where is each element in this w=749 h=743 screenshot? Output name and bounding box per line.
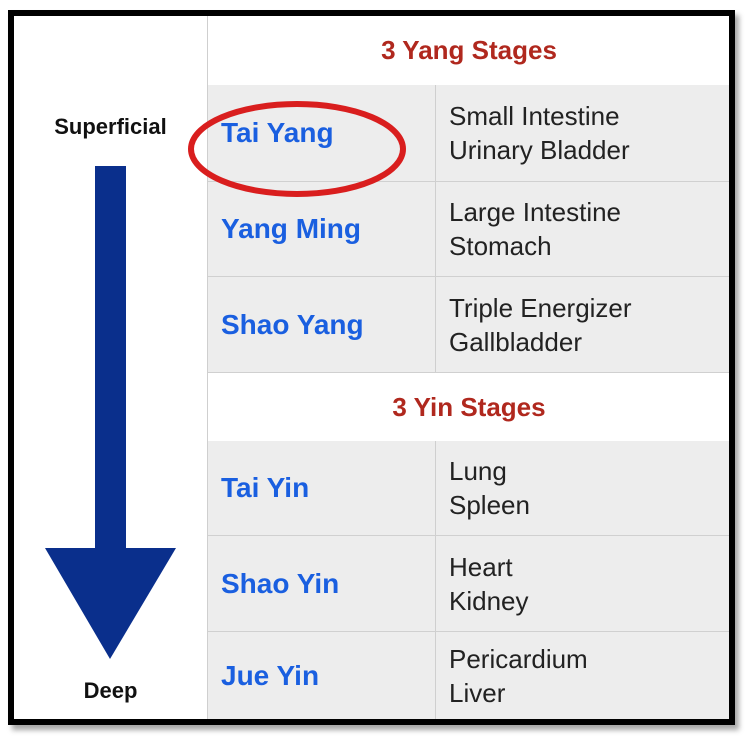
stage-name: Yang Ming [208,182,436,276]
organ-name: Gallbladder [449,326,582,357]
organ-name: Spleen [449,490,530,520]
table-row: Shao Yang Triple Energizer Gallbladder [208,277,729,373]
table-row: Shao Yin Heart Kidney [208,536,729,632]
organ-pair: Large Intestine Stomach [436,182,729,276]
table-row: Tai Yang Small Intestine Urinary Bladder [208,85,729,182]
organ-name: Stomach [449,231,552,261]
organ-name: Kidney [449,585,529,616]
table-row: Tai Yin Lung Spleen [208,441,729,536]
organ-name: Pericardium [449,643,588,674]
organ-name: Heart [449,551,513,582]
organ-name: Large Intestine [449,197,622,227]
stage-name: Jue Yin [208,632,436,719]
organ-name: Small Intestine [449,101,620,131]
table-row: Jue Yin Pericardium Liver [208,632,729,719]
stage-name: Shao Yang [208,277,436,372]
superficial-label: Superficial [54,114,167,139]
yin-stages-header: 3 Yin Stages [208,373,729,442]
stages-diagram: Superficial Deep 3 Yang Stages Tai Yang … [8,10,735,725]
stages-table: 3 Yang Stages Tai Yang Small Intestine U… [207,16,729,719]
down-arrow-icon [45,166,176,659]
organ-pair: Small Intestine Urinary Bladder [436,85,729,181]
table-row: Yang Ming Large Intestine Stomach [208,182,729,277]
organ-pair: Triple Energizer Gallbladder [436,277,729,372]
organ-name: Liver [449,677,506,708]
organ-pair: Pericardium Liver [436,632,729,719]
stage-name: Shao Yin [208,536,436,631]
depth-axis: Superficial Deep [14,16,207,719]
organ-pair: Lung Spleen [436,441,729,535]
organ-name: Triple Energizer [449,292,632,323]
stage-name: Tai Yang [208,85,436,181]
organ-pair: Heart Kidney [436,536,729,631]
yang-stages-header: 3 Yang Stages [208,16,729,86]
deep-label: Deep [83,678,138,703]
organ-name: Lung [449,456,507,486]
organ-name: Urinary Bladder [449,135,630,165]
stage-name: Tai Yin [208,441,436,535]
